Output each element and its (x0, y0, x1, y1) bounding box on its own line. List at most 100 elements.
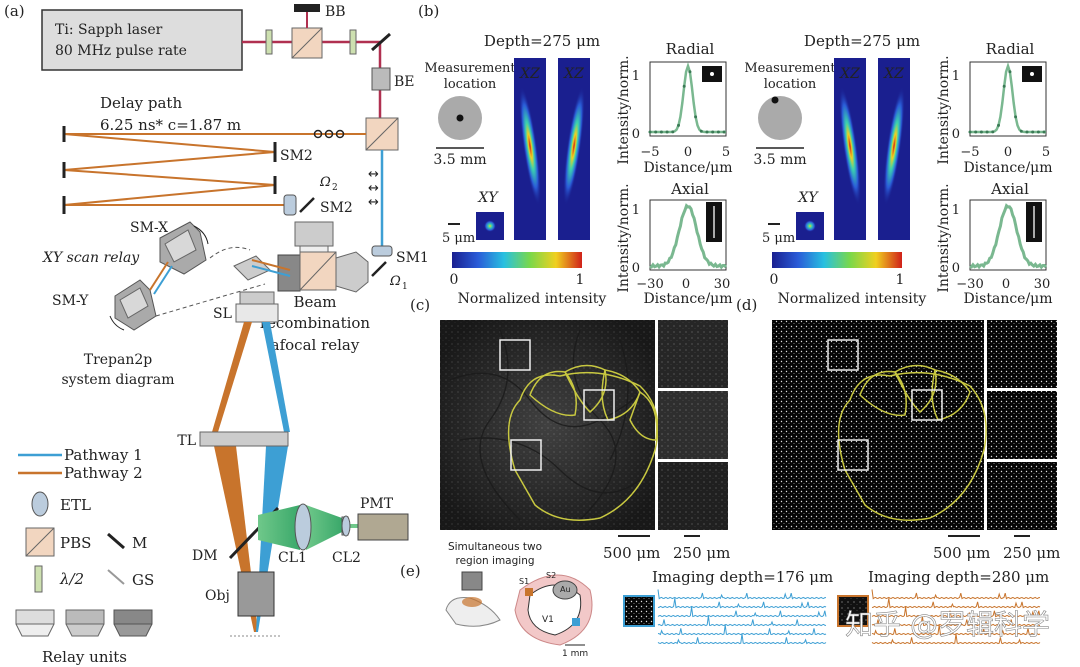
svg-text:Trepan2p: Trepan2p (84, 352, 153, 368)
dm-label: DM (192, 548, 218, 564)
pmt-box (357, 513, 409, 541)
svg-text:1 mm: 1 mm (562, 649, 588, 659)
intensity-ylabel-axial: Intensity/norm. (616, 183, 632, 292)
location-label: location (444, 77, 497, 92)
watermark: 知乎 @罗辑科学 (845, 608, 1050, 641)
svg-text:ETL: ETL (60, 496, 91, 514)
svg-text:↔: ↔ (368, 181, 379, 196)
svg-text:M: M (132, 534, 147, 552)
panel-a-label: (a) (4, 2, 25, 20)
pmt-label: PMT (360, 496, 394, 512)
colorbar (772, 252, 902, 268)
svg-text:PBS: PBS (60, 534, 91, 552)
tube-lens (199, 431, 289, 447)
panel-c-scale2: 250 μm (673, 544, 730, 562)
depth2-label: Imaging depth=280 μm (868, 568, 1049, 586)
svg-text:1: 1 (576, 272, 585, 288)
xy-scan-relay (114, 221, 207, 331)
delay-formula: 6.25 ns* c=1.87 m (100, 116, 241, 134)
sm2-low-label: SM2 (320, 200, 353, 216)
tl-label: TL (177, 433, 196, 449)
svg-text:0: 0 (770, 272, 779, 288)
scan-lens (235, 303, 279, 323)
svg-text:0: 0 (684, 145, 692, 160)
svg-text:0: 0 (952, 261, 960, 276)
svg-text:0: 0 (1002, 277, 1010, 292)
radial-title: Radial (666, 40, 715, 58)
obj-label: Obj (205, 588, 230, 604)
trace-line (657, 589, 826, 600)
axial-xlabel: Distance/μm (963, 291, 1052, 307)
intensity-ylabel: Intensity/norm. (616, 55, 632, 164)
cl2-label: CL2 (332, 550, 361, 566)
radial-tick-y0: 0 (952, 127, 960, 142)
laser-box (41, 9, 243, 71)
measurement-label: Measurement (744, 61, 836, 76)
legend-relay-units-label: Relay units (42, 648, 127, 666)
svg-text:2: 2 (332, 183, 338, 193)
xz-label: XZ (883, 66, 904, 82)
delay-zigzag (63, 133, 366, 206)
svg-text:S1: S1 (519, 577, 529, 586)
xy-scale-label: 5 μm (442, 231, 475, 246)
xy-scan-relay-label: XY scan relay (42, 250, 140, 266)
etl-lens-delay (283, 194, 297, 216)
svg-text:−5: −5 (640, 145, 659, 160)
radial-xlabel: Distance/μm (643, 160, 732, 176)
svg-text:GS: GS (132, 571, 154, 589)
svg-text:↔: ↔ (368, 167, 379, 182)
panel-b-label: (b) (418, 2, 439, 20)
sm-y-label: SM-Y (52, 293, 89, 309)
axial-xlabel: Distance/μm (643, 291, 732, 307)
cl2-lens (341, 515, 351, 537)
svg-text:1: 1 (632, 203, 640, 218)
svg-text:system diagram: system diagram (62, 372, 175, 388)
legend-etl-icon (31, 491, 49, 517)
depth1-label: Imaging depth=176 μm (652, 568, 833, 586)
bb-label: BB (325, 4, 346, 20)
trace-line (871, 624, 1041, 636)
mirror-top (371, 32, 391, 52)
panel-c-scale1: 500 μm (603, 544, 660, 562)
xy-label: XY (797, 190, 819, 206)
panel-e-label: (e) (400, 562, 421, 580)
trace-line (657, 624, 827, 636)
svg-text:1: 1 (952, 203, 960, 218)
trace-line (657, 633, 827, 645)
depth-label: Depth=275 μm (484, 32, 600, 50)
svg-text:V1: V1 (542, 615, 554, 625)
svg-text:0: 0 (1004, 145, 1012, 160)
trace-line (657, 607, 827, 618)
mouse-diagram (445, 571, 593, 646)
xy-scale-label: 5 μm (762, 231, 795, 246)
traces-depth1 (657, 589, 827, 645)
trace-line (657, 598, 827, 609)
colorbar-label: Normalized intensity (778, 291, 927, 307)
cl1-lens (294, 503, 312, 551)
xz-label: XZ (519, 66, 540, 82)
svg-text:0: 0 (632, 261, 640, 276)
trace-line (657, 615, 827, 627)
trace-line (871, 607, 1041, 618)
measurement-point (771, 96, 779, 104)
svg-text:−5: −5 (960, 145, 979, 160)
measurement-point (456, 114, 464, 122)
intensity-ylabel-axial: Intensity/norm. (936, 183, 952, 292)
svg-text:30: 30 (714, 277, 731, 292)
sm-x-label: SM-X (130, 220, 168, 236)
legend-half-wave-icon (34, 565, 43, 593)
location-label: location (764, 77, 817, 92)
half-wave-plate-1 (265, 29, 273, 55)
xz-label: XZ (563, 66, 584, 82)
sl-label: SL (213, 306, 232, 322)
radial-tick-y1: 1 (632, 69, 640, 84)
beam-block (294, 4, 320, 12)
svg-text:−30: −30 (636, 277, 663, 292)
svg-text:S2: S2 (546, 571, 556, 580)
omega2-label: Ω (319, 175, 331, 190)
svg-text:Beam: Beam (293, 293, 336, 311)
axial-title: Axial (990, 180, 1029, 198)
trace-line (871, 633, 1041, 645)
